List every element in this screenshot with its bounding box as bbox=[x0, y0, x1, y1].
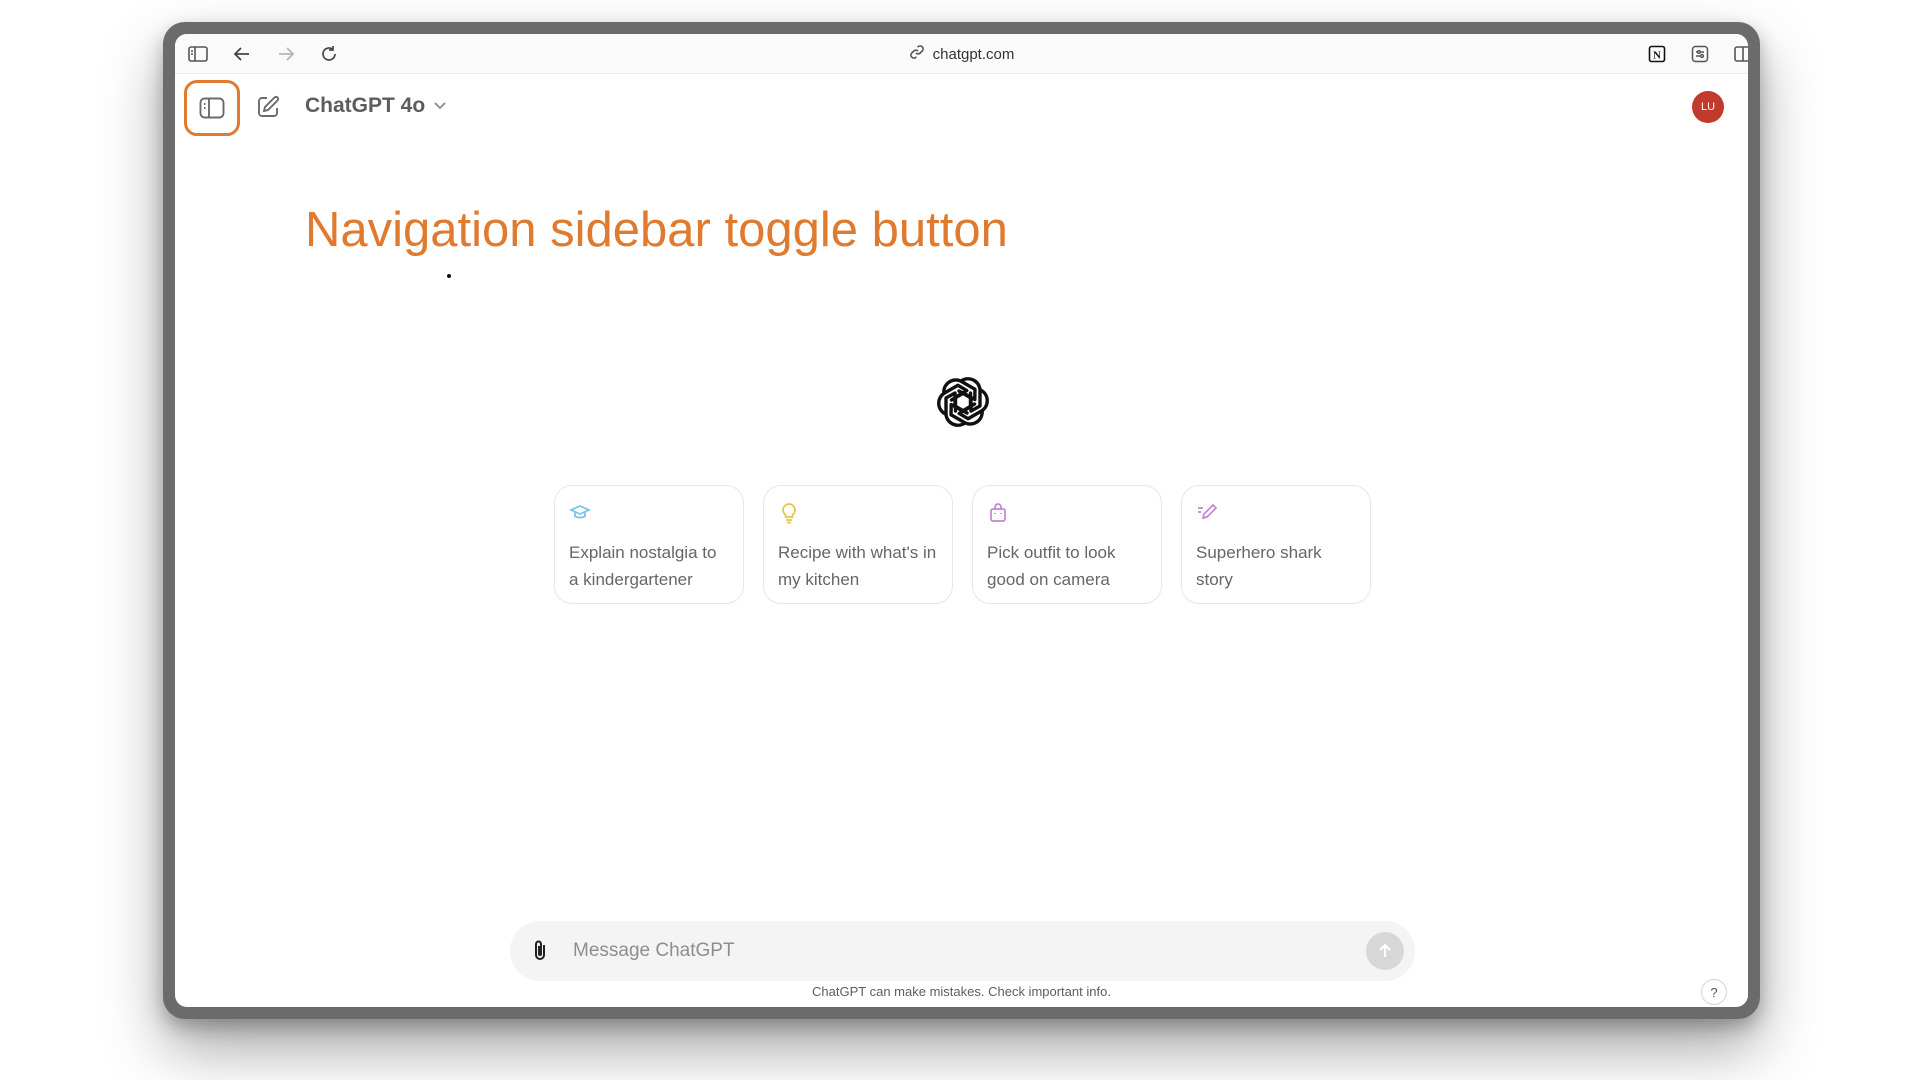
help-button[interactable]: ? bbox=[1701, 979, 1727, 1005]
edit-icon bbox=[258, 96, 279, 117]
user-avatar[interactable]: LU bbox=[1692, 91, 1724, 123]
suggestion-text: Pick outfit to look good on camera bbox=[987, 543, 1116, 589]
pen-icon bbox=[1198, 503, 1218, 520]
suggestion-card[interactable]: Pick outfit to look good on camera bbox=[972, 485, 1162, 604]
suggestion-card[interactable]: Explain nostalgia to a kindergartener bbox=[554, 485, 744, 604]
svg-text:N: N bbox=[1653, 50, 1661, 62]
back-arrow-icon[interactable] bbox=[231, 43, 253, 65]
browser-viewport: chatgpt.com N ChatGPT 4o L bbox=[175, 34, 1748, 1007]
send-button[interactable] bbox=[1366, 932, 1404, 970]
app-header: ChatGPT 4o LU bbox=[175, 74, 1748, 138]
suggestion-card[interactable]: Superhero shark story bbox=[1181, 485, 1371, 604]
forward-arrow-icon[interactable] bbox=[275, 43, 297, 65]
disclaimer-text: ChatGPT can make mistakes. Check importa… bbox=[812, 984, 1111, 999]
annotation-label: Navigation sidebar toggle button bbox=[305, 203, 1008, 257]
lightbulb-icon bbox=[782, 503, 796, 524]
notion-icon[interactable]: N bbox=[1646, 43, 1668, 65]
extensions-icon[interactable] bbox=[1689, 43, 1711, 65]
browser-toolbar: chatgpt.com N bbox=[175, 34, 1748, 74]
browser-window: chatgpt.com N ChatGPT 4o L bbox=[163, 22, 1760, 1019]
reload-icon[interactable] bbox=[318, 43, 340, 65]
url-text[interactable]: chatgpt.com bbox=[932, 45, 1015, 63]
message-composer bbox=[510, 921, 1415, 981]
chevron-down-icon bbox=[434, 102, 446, 110]
sidebar-icon[interactable] bbox=[187, 43, 209, 65]
sidebar-toggle-button[interactable] bbox=[184, 80, 240, 136]
paperclip-icon[interactable] bbox=[528, 938, 554, 964]
sidebar-toggle-icon bbox=[199, 97, 225, 119]
new-chat-button[interactable] bbox=[255, 94, 281, 120]
model-name: ChatGPT 4o bbox=[305, 94, 426, 117]
suggestion-text: Recipe with what's in my kitchen bbox=[778, 543, 937, 589]
suggestion-cards: Explain nostalgia to a kindergartener Re… bbox=[554, 485, 1371, 604]
arrow-up-icon bbox=[1379, 943, 1391, 957]
model-selector[interactable]: ChatGPT 4o bbox=[305, 91, 447, 121]
openai-logo-icon bbox=[937, 377, 989, 427]
link-icon bbox=[909, 44, 925, 64]
shopping-bag-icon bbox=[990, 503, 1006, 522]
graduation-cap-icon bbox=[568, 505, 592, 519]
suggestion-text: Explain nostalgia to a kindergartener bbox=[569, 543, 717, 589]
suggestion-card[interactable]: Recipe with what's in my kitchen bbox=[763, 485, 953, 604]
suggestion-text: Superhero shark story bbox=[1196, 543, 1322, 589]
address-bar: chatgpt.com bbox=[175, 34, 1748, 74]
split-view-icon[interactable] bbox=[1732, 43, 1748, 65]
cursor-dot bbox=[447, 274, 451, 278]
message-input[interactable] bbox=[573, 931, 1333, 971]
